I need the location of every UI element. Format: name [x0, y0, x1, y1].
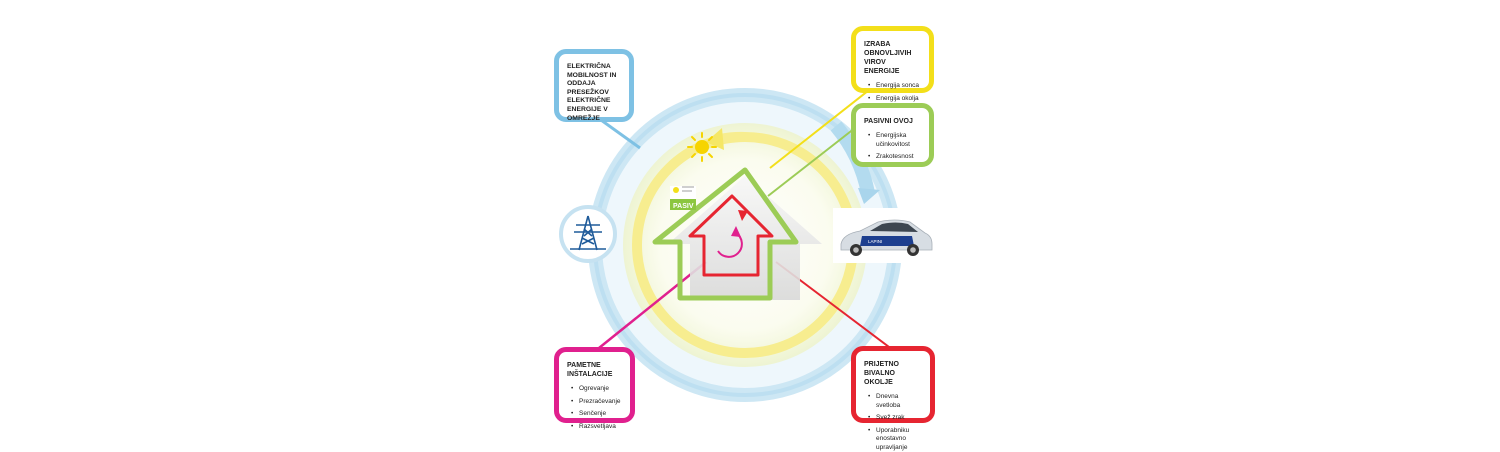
- comfortable-living-box: PRIJETNO BIVALNO OKOLJE Dnevna svetloba …: [851, 346, 935, 423]
- list-item: Zrakotesnost: [870, 153, 921, 162]
- passive-envelope-box: PASIVNI OVOJ Energijska učinkovitost Zra…: [851, 103, 934, 167]
- power-pylon-icon: [561, 207, 615, 261]
- list-item: Energijska učinkovitost: [870, 132, 921, 149]
- list-item: Svež zrak: [870, 414, 922, 423]
- sun-icon: [688, 133, 716, 161]
- renewable-energy-box: IZRABA OBNOVLJIVIH VIROV ENERGIJE Energi…: [851, 26, 934, 93]
- passive-house-badge: PASIV: [670, 186, 696, 210]
- passive-title: PASIVNI OVOJ: [864, 117, 921, 126]
- mobility-box: ELEKTRIČNA MOBILNOST IN ODDAJA PRESEŽKOV…: [554, 49, 634, 122]
- smart-list: Ogrevanje Prezračevanje Senčenje Razsvet…: [567, 385, 622, 431]
- renewable-title: IZRABA OBNOVLJIVIH VIROV ENERGIJE: [864, 40, 921, 76]
- list-item: Prezračevanje: [573, 398, 622, 407]
- list-item: Ogrevanje: [573, 385, 622, 394]
- renewable-list: Energija sonca Energija okolja: [864, 82, 921, 103]
- smart-title: PAMETNE INŠTALACIJE: [567, 361, 622, 379]
- comfort-title: PRIJETNO BIVALNO OKOLJE: [864, 360, 922, 387]
- electric-car-icon: LAPINI: [833, 208, 935, 263]
- comfort-list: Dnevna svetloba Svež zrak Uporabniku eno…: [864, 393, 922, 452]
- passive-list: Energijska učinkovitost Zrakotesnost: [864, 132, 921, 162]
- list-item: Senčenje: [573, 410, 622, 419]
- mobility-title: ELEKTRIČNA MOBILNOST IN ODDAJA PRESEŽKOV…: [567, 63, 621, 123]
- list-item: Razsvetljava: [573, 423, 622, 432]
- list-item: Energija sonca: [870, 82, 921, 91]
- list-item: Energija okolja: [870, 95, 921, 104]
- car-brand-text: LAPINI: [868, 239, 882, 244]
- list-item: Dnevna svetloba: [870, 393, 922, 410]
- smart-installations-box: PAMETNE INŠTALACIJE Ogrevanje Prezračeva…: [554, 347, 635, 423]
- badge-label: PASIV: [673, 203, 694, 210]
- list-item: Uporabniku enostavno upravljanje: [870, 427, 922, 452]
